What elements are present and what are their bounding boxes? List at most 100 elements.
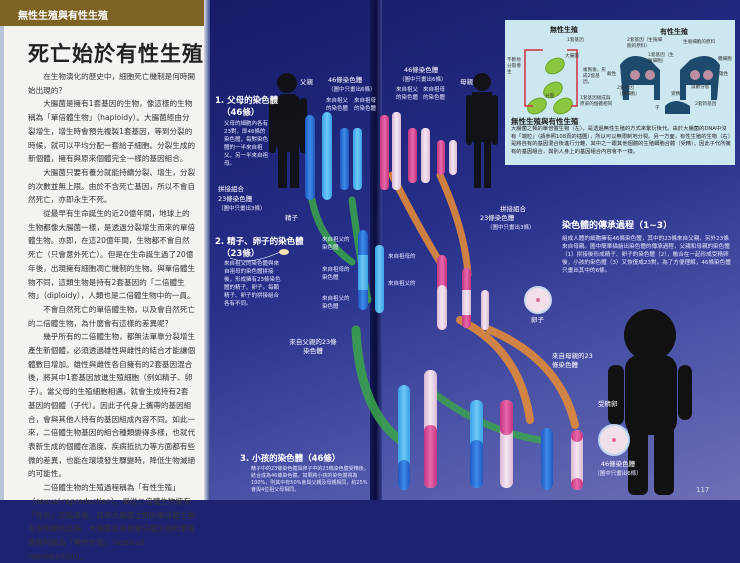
step3-title: 3. 小孩的染色體（46條） bbox=[240, 454, 341, 464]
page-edge bbox=[0, 0, 4, 500]
chromosome bbox=[571, 430, 583, 490]
chromosome bbox=[353, 128, 362, 190]
paragraph: 大腸菌是擁有1套基因的生物，像這樣的生物稱為「單倍體生物」（haploidy）。… bbox=[28, 99, 196, 164]
from-father-label: 來自父親的23條染色體 bbox=[289, 338, 337, 355]
chromosome bbox=[541, 428, 553, 490]
inset-label: 減數分裂 bbox=[691, 85, 710, 90]
section-header: 無性生殖與有性生殖 bbox=[0, 0, 204, 26]
father-silhouette bbox=[269, 73, 307, 188]
label-from-grandmother: 來自祖母的染色體 bbox=[354, 98, 377, 112]
chromosome bbox=[408, 128, 417, 183]
step1-text: 父母的細胞內各有23對，即46條的染色體，每對染色體的一半來自祖父，另一半來自祖… bbox=[224, 121, 269, 167]
label-from-grandmother: 來自祖母的染色體 bbox=[423, 87, 446, 101]
dog-silhouettes bbox=[620, 56, 720, 114]
child-chromosome-note: （圖中只畫出6條） bbox=[594, 471, 642, 477]
step1-title: 1. 父母的染色體 bbox=[215, 96, 279, 106]
sperm-cell bbox=[279, 249, 289, 255]
left-page: 無性生殖與有性生殖 死亡始於有性生殖 在生物演化的歷史中，細胞死亡機制是何時開始… bbox=[0, 0, 210, 561]
chromosome bbox=[449, 140, 457, 175]
arrow-orange bbox=[486, 326, 579, 429]
process-text: 組成人體的細胞擁有46條染色體，其中的23條來自父親，另外23條來自母親。圖中簡… bbox=[562, 236, 731, 274]
egg-combo-note: （圖中只畫出3條） bbox=[487, 225, 535, 231]
inset-label: 複製後，形成2套基因。 bbox=[583, 68, 606, 85]
paragraph: 幾乎所有的二倍體生物，都無法單靠分裂增生產生新個體，必須透過雄性與雌性的結合才能… bbox=[28, 332, 196, 479]
chromosome bbox=[340, 128, 349, 190]
chromosome bbox=[375, 245, 384, 313]
inset-label: 雄性 bbox=[719, 72, 729, 77]
step2-text: 來自祖父的染色體與來自祖母的染色體拼接後，形成擁有23條染色體的精子、卵子。每顆… bbox=[224, 261, 281, 307]
inset-label: 體細胞 bbox=[718, 57, 732, 62]
sperm-combo-note: （圖中只畫出3條） bbox=[218, 206, 266, 212]
sperm-segment-label: 來自祖父的染色體 bbox=[322, 296, 350, 310]
inset-desc-title: 無性生殖與有性生殖 bbox=[511, 117, 579, 126]
sperm-segment-label: 來自祖父的染色體 bbox=[322, 237, 350, 251]
inset-description: 大腸菌之類的單倍體生物（左），是透過無性生殖的方式來繁衍後代。由於大腸菌的DNA… bbox=[511, 126, 731, 155]
child-chromosome-title: 46條染色體 bbox=[600, 460, 636, 468]
inset-label: 2套基因（體細胞） bbox=[617, 86, 640, 97]
mid-segment-label: 來自祖父的 bbox=[388, 281, 416, 287]
step2-count: （23條） bbox=[222, 249, 260, 259]
inset-label: 生殖細胞的原料 bbox=[683, 40, 716, 45]
chromosome bbox=[380, 115, 389, 190]
arrow-green bbox=[308, 196, 356, 266]
inset-label: 1套基因 bbox=[567, 38, 584, 43]
inset-illustration bbox=[524, 49, 720, 115]
sperm-label: 精子 bbox=[285, 214, 298, 222]
fertilized-egg-label: 受精卵 bbox=[598, 400, 618, 408]
mother-chromosomes bbox=[380, 112, 457, 190]
inset-label: 1套基因組成與原來的個體相同 bbox=[580, 96, 613, 107]
paragraph: 從最早有生命誕生的近20億年間，地球上的生物都像大腸菌一樣，是透過分裂增生而來的… bbox=[28, 209, 196, 301]
chromosome-diagram bbox=[229, 73, 692, 495]
bacterium bbox=[543, 81, 563, 99]
arrow-orange bbox=[456, 316, 534, 424]
child-silhouette bbox=[608, 309, 692, 495]
inset-label: 不斷地分裂增生 bbox=[507, 58, 521, 75]
paragraph: 不會自然死亡的單倍體生物，以及會自然死亡的二倍體生物，為什麼會有這樣的差異呢？ bbox=[28, 304, 196, 328]
inset-label: 分裂 bbox=[545, 94, 555, 99]
bacterium bbox=[527, 97, 547, 115]
arrow-green bbox=[351, 325, 405, 445]
egg-label: 卵子 bbox=[531, 316, 544, 324]
puppy-icon bbox=[665, 101, 690, 114]
article-body: 在生物演化的歷史中，細胞死亡機制是何時開始出現的？ 大腸菌是擁有1套基因的生物，… bbox=[28, 70, 196, 563]
asexual-title: 無性生殖 bbox=[550, 26, 578, 34]
father-chromosome-title: 46條染色體 bbox=[328, 76, 363, 84]
child-chromosomes bbox=[398, 370, 583, 490]
reproduction-inset: 無性生殖 有性生殖 1套基因 大腸菌 不斷地分裂增生 複製後，形成2套基因。 分… bbox=[505, 20, 735, 165]
dog-icon bbox=[680, 56, 720, 100]
chromosome bbox=[421, 128, 430, 183]
paragraph: 在生物演化的歷史中，細胞死亡機制是何時開始出現的？ bbox=[28, 72, 196, 95]
egg-chromosomes bbox=[437, 255, 489, 330]
sperm-chromosomes bbox=[358, 230, 384, 313]
mother-label: 母親 bbox=[460, 78, 473, 86]
step3-text: 精子中的23條染色體與卵子中的23條染色體受精後，結合成為46條染色體。如果將小… bbox=[251, 466, 369, 493]
page-number: 117 bbox=[696, 486, 710, 494]
label-from-grandfather: 來自祖父的染色體 bbox=[396, 87, 419, 101]
sperm-segment-label: 來自祖母的染色體 bbox=[322, 267, 350, 281]
paragraph: 大腸菌只要有養分就能持續分裂、增生，分裂的次數並無上限。由於不含死亡基因，所以不… bbox=[28, 167, 196, 205]
inset-label: 受精 bbox=[671, 92, 681, 97]
mother-chromosome-note: （圖中只畫出6條） bbox=[399, 77, 447, 83]
chromosome bbox=[437, 140, 445, 175]
inset-label: 大腸菌 bbox=[565, 54, 579, 59]
inset-label: 2套新基因 bbox=[695, 102, 717, 107]
mother-silhouette bbox=[466, 73, 498, 188]
bacterium bbox=[545, 57, 565, 75]
sperm-combo-title: 拼接組合 bbox=[218, 185, 244, 193]
sexual-title: 有性生殖 bbox=[660, 28, 688, 36]
egg-combo-title: 拼接組合 bbox=[500, 205, 526, 213]
dog-icon bbox=[620, 56, 660, 100]
mother-chromosome-title: 46條染色體 bbox=[404, 66, 439, 74]
sperm-tail bbox=[229, 251, 281, 262]
chromosome bbox=[481, 290, 489, 330]
chromosome bbox=[305, 115, 315, 200]
process-title: 染色體的傳承過程（1~3） bbox=[562, 221, 673, 231]
from-mother-label: 來自母親的23條染色體 bbox=[552, 352, 593, 369]
father-chromosomes bbox=[305, 112, 362, 200]
page-gutter-shadow bbox=[204, 0, 210, 500]
label-from-grandfather: 來自祖父的染色體 bbox=[326, 98, 349, 112]
bacterium bbox=[553, 97, 573, 115]
father-label: 父親 bbox=[300, 78, 313, 86]
inset-label: 子 bbox=[655, 106, 660, 111]
page-title: 死亡始於有性生殖 bbox=[28, 42, 204, 66]
